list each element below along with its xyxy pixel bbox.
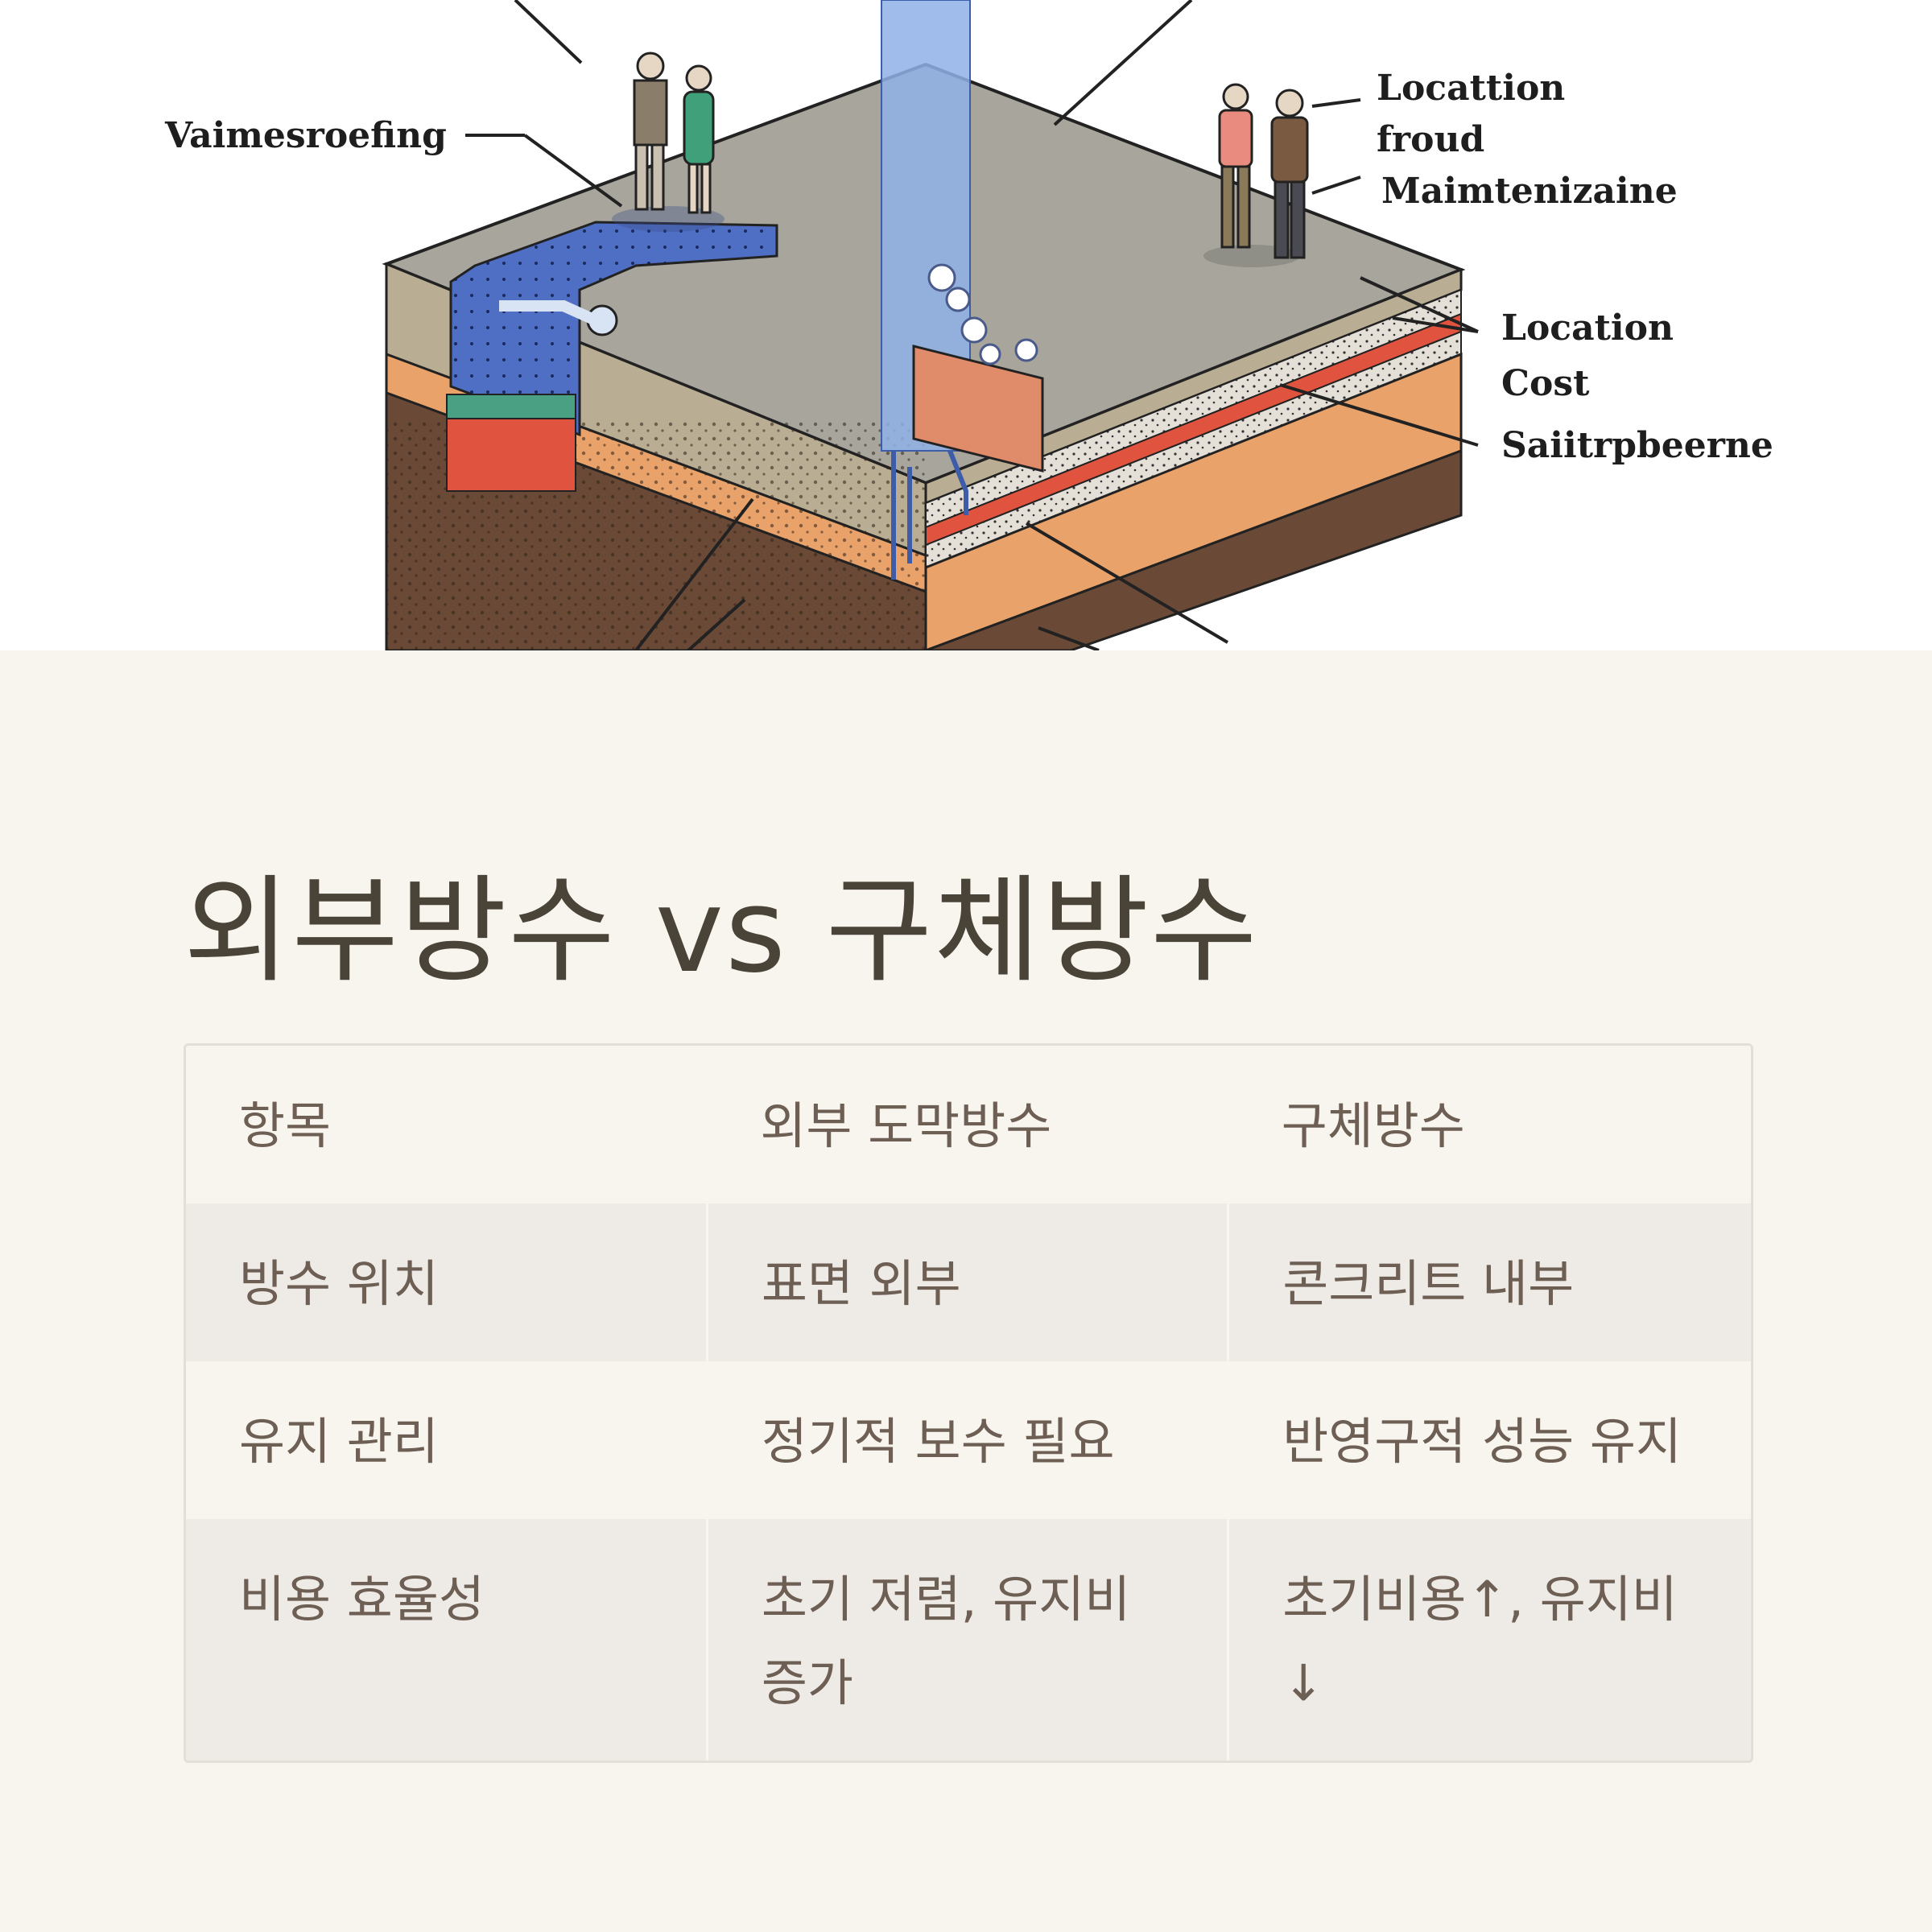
header-integral: 구체방수 xyxy=(1228,1046,1751,1203)
green-strip xyxy=(446,394,576,419)
red-strip xyxy=(446,418,576,492)
table-cell: 초기 저렴, 유지비 증가 xyxy=(705,1519,1228,1761)
table-cell: 콘크리트 내부 xyxy=(1227,1203,1751,1361)
header-item: 항목 xyxy=(186,1046,708,1203)
table-cell: 방수 위치 xyxy=(186,1203,708,1361)
waterproofing-cross-section-illustration: Vaimesroefing Locattion froud Maimteniza… xyxy=(0,0,1932,650)
plumbing-fixture xyxy=(891,449,968,580)
comparison-table: 항목 외부 도막방수 구체방수 방수 위치 표면 외부 콘크리트 내부 유지 관… xyxy=(184,1043,1753,1763)
people-left xyxy=(612,52,724,232)
page-title: 외부방수 vs 구체방수 xyxy=(184,863,1259,998)
callout-left: Vaimesroefing xyxy=(164,115,447,156)
table-cell: 정기적 보수 필요 xyxy=(705,1361,1228,1519)
table-cell: 초기비용↑, 유지비 ↓ xyxy=(1227,1519,1751,1761)
blue-waterproof-channel xyxy=(449,221,778,437)
leader-lines xyxy=(465,0,1479,650)
callout-right-top-1: Locattion xyxy=(1377,68,1565,109)
table-cell: 표면 외부 xyxy=(705,1203,1228,1361)
table-header-row: 항목 외부 도막방수 구체방수 xyxy=(186,1046,1751,1203)
callout-right-mid-2: Cost xyxy=(1501,363,1590,404)
table-row: 유지 관리 정기적 보수 필요 반영구적 성능 유지 xyxy=(186,1361,1751,1519)
header-external-coating: 외부 도막방수 xyxy=(707,1046,1228,1203)
table-cell: 반영구적 성능 유지 xyxy=(1227,1361,1751,1519)
callout-right-top-3: Maimtenizaine xyxy=(1381,171,1678,212)
table-cell: 비용 효율성 xyxy=(186,1519,708,1761)
callout-right-mid-1: Location xyxy=(1501,308,1674,349)
steam-puffs xyxy=(927,263,1038,365)
soil-right xyxy=(925,448,1463,650)
table-cell: 유지 관리 xyxy=(186,1361,708,1519)
callout-right-mid-3: Saiitrpbeerne xyxy=(1501,425,1773,466)
callout-right-top-2: froud xyxy=(1377,119,1484,160)
red-panel xyxy=(912,345,1044,473)
people-right xyxy=(1203,83,1309,267)
table-row: 방수 위치 표면 외부 콘크리트 내부 xyxy=(186,1203,1751,1361)
table-row: 비용 효율성 초기 저렴, 유지비 증가 초기비용↑, 유지비 ↓ xyxy=(186,1519,1751,1761)
